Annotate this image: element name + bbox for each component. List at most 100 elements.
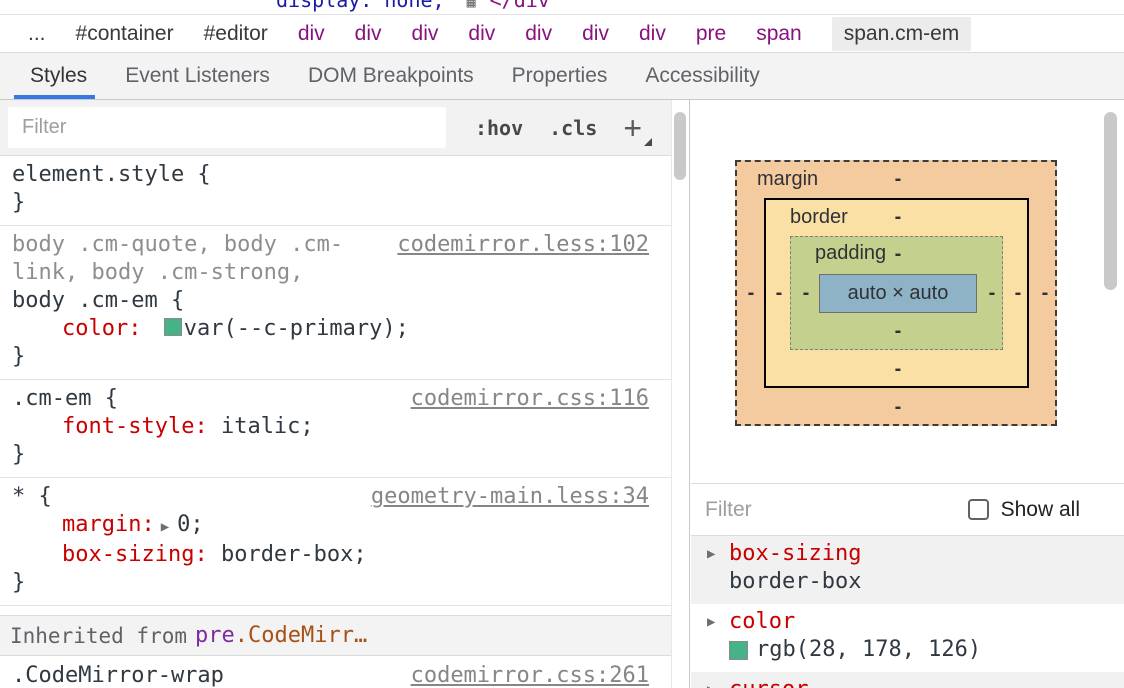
styles-filter-placeholder: Filter (22, 116, 67, 138)
styles-toolbar: Filter :hov .cls + (0, 100, 672, 156)
css-property-name[interactable]: box-sizing: (62, 542, 208, 567)
computed-property-row: ▶ box-sizing border-box (691, 536, 1124, 604)
styles-scrollbar-thumb[interactable] (674, 112, 686, 180)
stylesheet-link[interactable]: codemirror.css:116 (410, 386, 649, 411)
style-attribute-value: display: none; (276, 0, 445, 12)
css-selector[interactable]: element.style { (12, 162, 211, 187)
computed-property-value[interactable]: border-box (729, 569, 862, 594)
toggle-element-state-hov[interactable]: :hov (474, 116, 524, 140)
stylesheet-link[interactable]: geometry-main.less:34 (370, 484, 649, 509)
plus-icon: + (623, 110, 642, 146)
content-size-value: auto × auto (847, 282, 949, 304)
stylesheet-link[interactable]: codemirror.less:102 (397, 232, 649, 257)
closing-tag: </div (489, 0, 550, 12)
clipped-code-line: display: none;▦</div (276, 0, 550, 13)
inherited-from-label: Inherited from (10, 623, 188, 648)
computed-property-value[interactable]: rgb(28, 178, 126) (691, 636, 1124, 664)
expand-triangle-icon[interactable]: ▶ (707, 614, 716, 630)
css-property-name[interactable]: font-style: (62, 414, 208, 439)
box-model-margin[interactable]: margin border padding auto × auto ------… (735, 160, 1057, 426)
css-declaration: font-style: italic; (12, 413, 649, 441)
breadcrumb-item-div[interactable]: div (411, 21, 439, 45)
show-all-checkbox[interactable]: Show all (967, 497, 1080, 522)
tab-properties[interactable]: Properties (511, 64, 608, 87)
computed-filter-input[interactable]: Filter (705, 497, 752, 521)
tab-dom-breakpoints[interactable]: DOM Breakpoints (307, 64, 474, 87)
css-selector[interactable]: body .cm-em (12, 288, 158, 313)
css-property-value[interactable]: italic; (220, 414, 314, 439)
css-selector-line: body .cm-em { (12, 287, 649, 315)
breadcrumb-item--[interactable]: ... (28, 21, 46, 45)
breadcrumb-item-div[interactable]: div (582, 21, 609, 45)
computed-scrollbar-thumb[interactable] (1104, 112, 1117, 290)
box-model-value-border-right[interactable]: - (1014, 282, 1022, 304)
breadcrumb-item--container[interactable]: #container (75, 21, 174, 45)
breadcrumb-item-div[interactable]: div (297, 21, 325, 45)
box-model-border[interactable]: border padding auto × auto (764, 198, 1029, 388)
css-property-value[interactable]: border-box; (220, 542, 367, 567)
css-selector[interactable]: * (12, 484, 26, 509)
css-selector[interactable]: { (25, 484, 52, 509)
styles-filter-input[interactable]: Filter (8, 107, 446, 148)
box-model-padding[interactable]: padding auto × auto (790, 236, 1003, 350)
box-model-value-margin-right[interactable]: - (1041, 282, 1049, 304)
css-property-value[interactable]: var(--c-primary); (183, 316, 409, 341)
expand-triangle-icon[interactable]: ▶ (707, 676, 729, 688)
color-swatch[interactable] (163, 318, 182, 336)
tab-styles[interactable]: Styles (13, 53, 96, 99)
show-all-label: Show all (1000, 497, 1080, 521)
computed-toolbar: Filter Show all (691, 484, 1124, 536)
css-selector[interactable]: { (157, 288, 185, 313)
css-selector[interactable]: { (91, 386, 118, 411)
computed-property-name-line: ▶cursor (691, 676, 1124, 688)
box-model-value-border-top[interactable]: - (894, 206, 902, 228)
css-property-name[interactable]: margin: (62, 512, 155, 537)
tab-accessibility[interactable]: Accessibility (645, 64, 760, 87)
breadcrumb-item-div[interactable]: div (354, 21, 382, 45)
breadcrumb-item-span-cm-em[interactable]: span.cm-em (831, 16, 972, 51)
breadcrumb-item-div[interactable]: div (468, 21, 496, 45)
css-property-value[interactable]: 0; (177, 512, 204, 537)
expand-triangle-icon[interactable]: ▶ (707, 546, 716, 562)
box-model-value-padding-right[interactable]: - (988, 282, 996, 304)
toggle-element-classes-cls[interactable]: .cls (549, 116, 598, 140)
box-model-value-border-left[interactable]: - (775, 282, 783, 304)
box-model-value-margin-left[interactable]: - (747, 282, 755, 304)
computed-property-name[interactable]: box-sizing (729, 541, 862, 566)
box-model-value-margin-top[interactable]: - (894, 168, 902, 190)
inherited-node-tag: pre (195, 622, 235, 648)
expand-triangle-icon[interactable]: ▶ (160, 519, 170, 535)
inherited-node-link[interactable]: pre.CodeMirr… (195, 622, 367, 650)
css-selector[interactable]: link, body .cm-strong, (12, 260, 304, 285)
css-property-name[interactable]: color: (62, 316, 142, 341)
breadcrumb-item-span[interactable]: span (756, 21, 802, 45)
box-model-value-padding-left[interactable]: - (802, 282, 810, 304)
color-swatch (729, 640, 748, 660)
box-model-value-padding-top[interactable]: - (894, 243, 902, 265)
css-selector[interactable]: body .cm-quote, body .cm- (12, 232, 344, 257)
closing-brace: } (12, 570, 26, 595)
checkbox-box[interactable] (967, 499, 989, 520)
stylesheet-link[interactable]: codemirror.css:261 (410, 663, 649, 688)
new-style-rule-button[interactable]: + (623, 112, 652, 146)
breadcrumb-item-div[interactable]: div (638, 21, 666, 45)
css-rule: geometry-main.less:34* {margin:▶0;box-si… (0, 478, 671, 606)
box-model-value-padding-bottom[interactable]: - (894, 320, 902, 342)
breadcrumb-item-div[interactable]: div (525, 21, 553, 45)
css-selector[interactable]: .cm-em (12, 386, 92, 411)
css-rule: codemirror.less:102 body .cm-quote, body … (0, 226, 671, 380)
css-selector[interactable]: .CodeMirror-wrap (12, 663, 224, 688)
box-model-content[interactable]: auto × auto (819, 274, 977, 313)
box-model-value-border-bottom[interactable]: - (894, 358, 902, 380)
tab-event-listeners[interactable]: Event Listeners (125, 64, 270, 87)
box-model-value-margin-bottom[interactable]: - (894, 396, 902, 418)
computed-property-name[interactable]: color (729, 609, 796, 634)
breadcrumb-item--editor[interactable]: #editor (203, 21, 268, 45)
css-rule: codemirror.css:116.cm-em {font-style: it… (0, 380, 671, 478)
breadcrumb-item-pre[interactable]: pre (695, 21, 727, 45)
css-selector-line: element.style { (12, 161, 649, 189)
styles-pane: Filter :hov .cls + element.style {} codem… (0, 100, 690, 688)
css-selector-line: * { (12, 483, 649, 511)
computed-property-name[interactable]: cursor (729, 676, 808, 688)
